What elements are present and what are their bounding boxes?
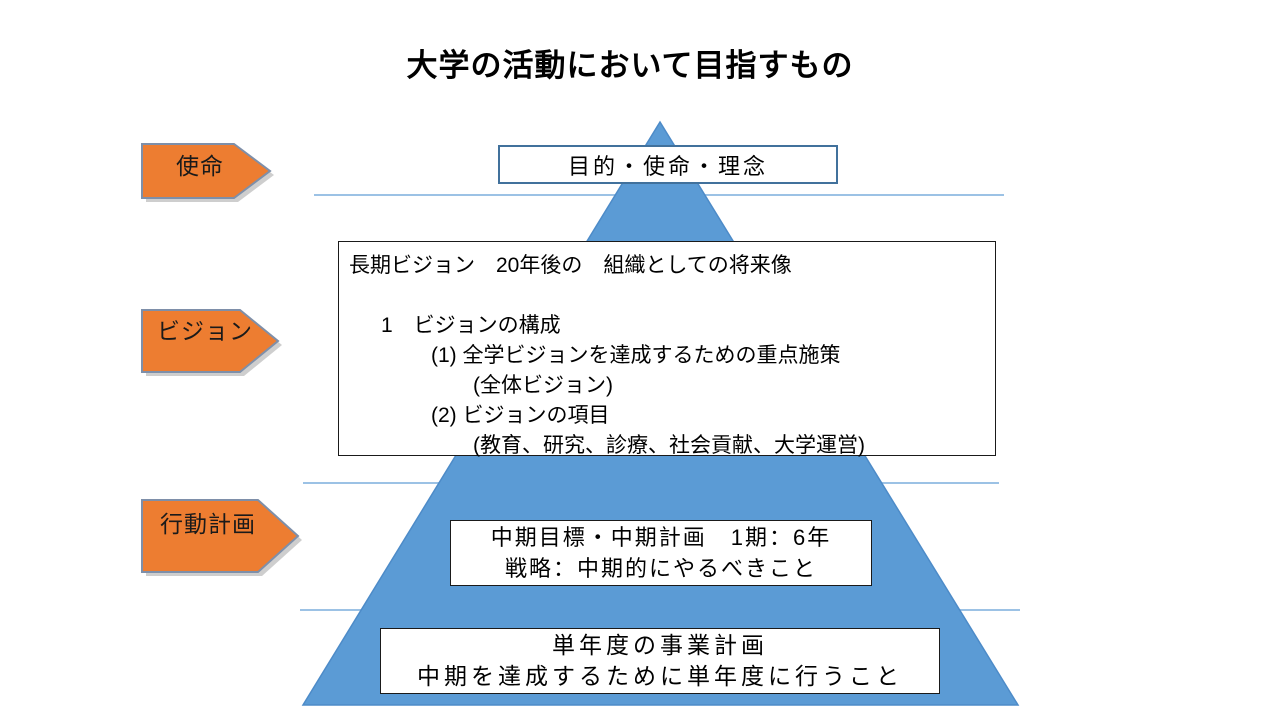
annual-plan-box: 単年度の事業計画 中期を達成するために単年度に行うこと <box>380 628 940 694</box>
vision-line-item2: (2) ビジョンの項目 <box>431 404 610 427</box>
slide-title: 大学の活動において目指すもの <box>406 48 854 83</box>
long-term-vision-box: 長期ビジョン 20年後の 組織としての将来像 1 ビジョンの構成 (1) 全学ビ… <box>338 241 996 457</box>
annual-line2: 中期を達成するために単年度に行うこと <box>417 663 903 689</box>
annual-line1: 単年度の事業計画 <box>552 632 768 658</box>
mid-term-plan-box: 中期目標・中期計画 1期：6年 戦略：中期的にやるべきこと <box>450 520 872 586</box>
vision-line-blank <box>339 281 995 311</box>
mid-term-line2: 戦略：中期的にやるべきこと <box>504 556 817 581</box>
vision-line-structure: 1 ビジョンの構成 <box>381 314 561 337</box>
purpose-mission-text: 目的・使命・理念 <box>567 153 768 179</box>
vision-line-item2-sub: (教育、研究、診療、社会貢献、大学運営) <box>473 434 865 457</box>
mid-term-line1: 中期目標・中期計画 1期：6年 <box>490 525 832 550</box>
action-plan-arrow-label: 行動計画 <box>160 511 256 537</box>
mission-arrow <box>141 143 274 202</box>
vision-line-item1-sub: (全体ビジョン) <box>473 374 613 397</box>
vision-line-item1: (1) 全学ビジョンを達成するための重点施策 <box>431 344 841 367</box>
purpose-mission-box: 目的・使命・理念 <box>498 145 838 184</box>
action-plan-arrow <box>141 499 302 576</box>
vision-arrow-label: ビジョン <box>157 318 253 344</box>
vision-line-heading: 長期ビジョン 20年後の 組織としての将来像 <box>349 254 792 277</box>
vision-arrow <box>141 309 282 376</box>
vision-arrow-shape <box>141 309 280 373</box>
mission-arrow-label: 使命 <box>176 153 224 179</box>
mission-arrow-shape <box>141 143 272 199</box>
action-plan-arrow-shape <box>141 499 300 573</box>
